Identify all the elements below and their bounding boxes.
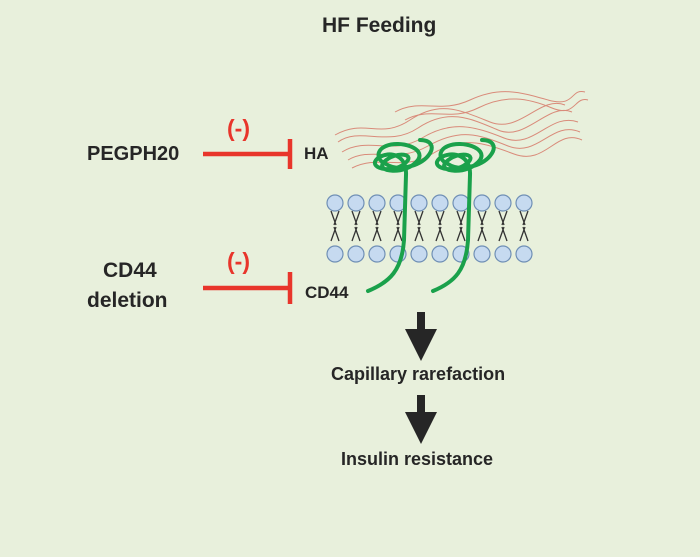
cd44-receptor-left <box>366 138 434 293</box>
lipid-heads <box>326 194 533 263</box>
inhibition-pegph20 <box>203 139 293 169</box>
cd44-receptor-right <box>431 138 496 293</box>
cd44-deletion-label-line2: deletion <box>87 289 168 312</box>
diagram-title: HF Feeding <box>322 14 437 37</box>
insulin-resistance-label: Insulin resistance <box>341 449 494 469</box>
pegph20-effect-label: (-) <box>227 115 250 141</box>
cd44-deletion-label-line1: CD44 <box>103 259 157 282</box>
inhibition-cd44-deletion <box>203 272 293 304</box>
ha-label: HA <box>304 144 329 163</box>
lipid-tails <box>330 210 529 242</box>
cd44-label: CD44 <box>305 283 349 302</box>
cd44-deletion-effect-label: (-) <box>227 248 250 274</box>
capillary-rarefaction-label: Capillary rarefaction <box>331 364 506 384</box>
pegph20-label: PEGPH20 <box>87 143 180 165</box>
cd44-receptors <box>366 138 496 293</box>
lipid-bilayer <box>326 194 533 263</box>
